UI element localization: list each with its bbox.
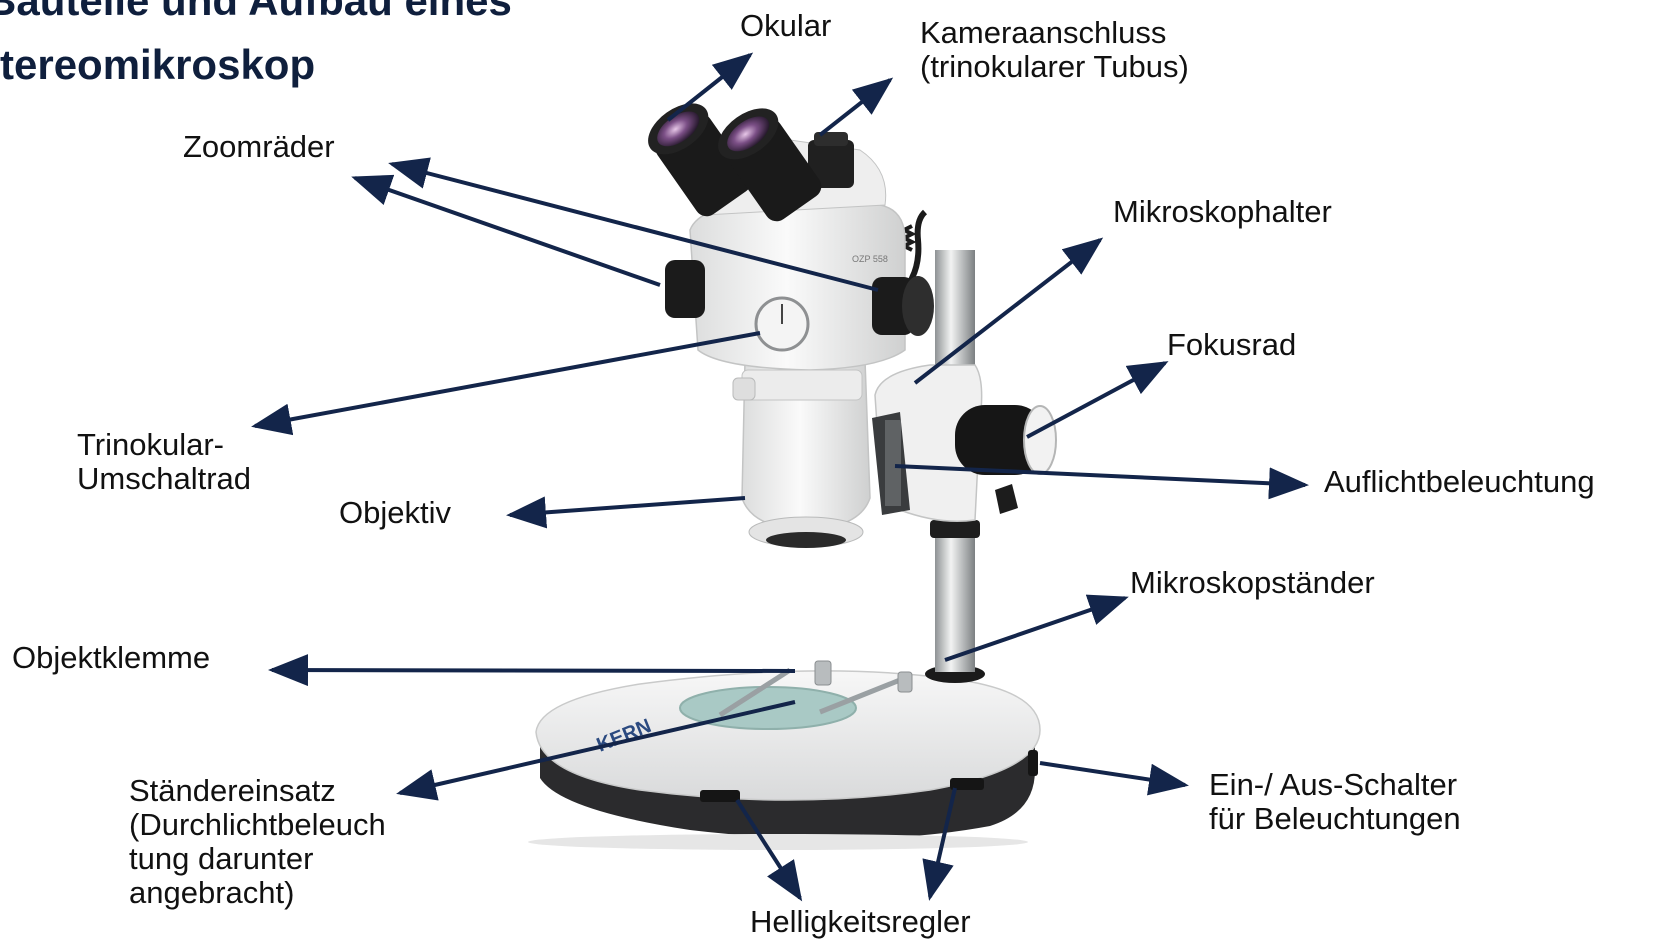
label-staendereinsatz: Ständereinsatz (Durchlichtbeleuch tung d… bbox=[129, 774, 386, 910]
label-mikroskophalter: Mikroskophalter bbox=[1113, 195, 1332, 229]
arrow-klemme bbox=[272, 670, 795, 671]
arrow-fokus bbox=[1027, 363, 1165, 437]
label-staendereinsatz-line-1: Ständereinsatz bbox=[129, 774, 386, 808]
label-fokusrad: Fokusrad bbox=[1167, 328, 1296, 362]
arrow-schalter bbox=[1040, 763, 1185, 785]
arrow-objektiv bbox=[510, 498, 745, 515]
arrow-okular bbox=[668, 55, 750, 120]
label-staendereinsatz-line-4: angebracht) bbox=[129, 876, 386, 910]
label-okular: Okular bbox=[740, 9, 831, 43]
label-trinokular-line-1: Trinokular- bbox=[77, 428, 251, 462]
label-objektklemme: Objektklemme bbox=[12, 641, 210, 675]
label-staendereinsatz-line-2: (Durchlichtbeleuch bbox=[129, 808, 386, 842]
label-zoomraeder: Zoomräder bbox=[183, 130, 335, 164]
label-trinokular-line-2: Umschaltrad bbox=[77, 462, 251, 496]
label-mikroskopstaender: Mikroskopständer bbox=[1130, 566, 1375, 600]
label-trinokular-umschaltrad: Trinokular- Umschaltrad bbox=[77, 428, 251, 496]
arrow-trinokular bbox=[255, 333, 760, 426]
model-label: OZP 558 bbox=[852, 254, 888, 264]
label-helligkeitsregler: Helligkeitsregler bbox=[750, 905, 971, 939]
label-kameraanschluss-line-1: Kameraanschluss bbox=[920, 16, 1189, 50]
label-schalter-line-2: für Beleuchtungen bbox=[1209, 802, 1461, 836]
label-schalter-line-1: Ein-/ Aus-Schalter bbox=[1209, 768, 1461, 802]
label-kameraanschluss-line-2: (trinokularer Tubus) bbox=[920, 50, 1189, 84]
label-ein-aus-schalter: Ein-/ Aus-Schalter für Beleuchtungen bbox=[1209, 768, 1461, 836]
label-objektiv: Objektiv bbox=[339, 496, 451, 530]
label-auflichtbeleuchtung: Auflichtbeleuchtung bbox=[1324, 465, 1595, 499]
label-kameraanschluss: Kameraanschluss (trinokularer Tubus) bbox=[920, 16, 1189, 84]
arrow-kamera bbox=[820, 80, 890, 135]
label-staendereinsatz-line-3: tung darunter bbox=[129, 842, 386, 876]
